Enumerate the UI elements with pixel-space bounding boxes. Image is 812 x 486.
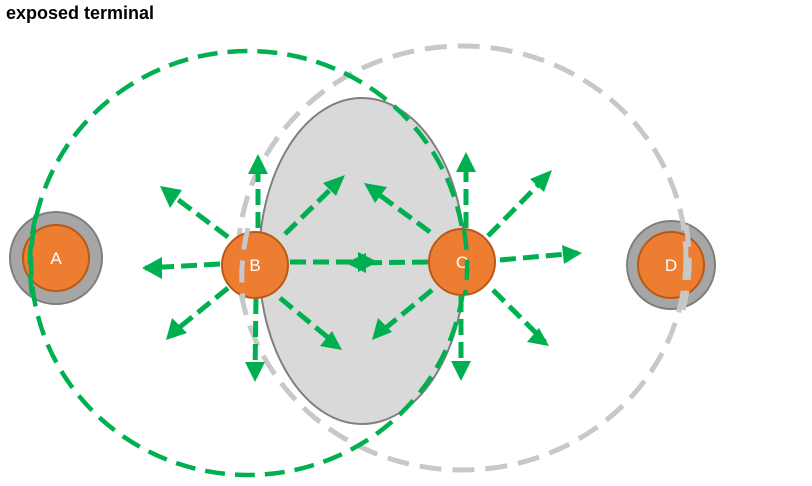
arrow-b-left [144, 261, 221, 271]
node-d-label: D [665, 256, 677, 275]
node-d: D [626, 220, 716, 310]
arrow-b-up-left [163, 187, 230, 240]
arrowhead-c-down-left [372, 318, 392, 340]
range-b-overlay-on-a [27, 214, 39, 301]
node-b-label: B [249, 256, 260, 275]
arrowhead-c-up [456, 152, 476, 172]
arrowheads [142, 152, 582, 382]
arrow-b-up-right [283, 178, 342, 236]
arrowhead-b-up-left [160, 186, 182, 208]
arrow-c-up-left [368, 185, 432, 235]
node-b: B [221, 231, 289, 299]
arrowhead-b-down-left [166, 318, 187, 340]
arrowhead-c-down [451, 361, 471, 381]
arrowhead-b-left [142, 257, 162, 279]
range-b-overlay-on-c [461, 229, 470, 296]
node-c-circle [428, 228, 496, 296]
arrowhead-b-down [245, 362, 265, 382]
arrowhead-b-up-right [323, 175, 345, 196]
node-a-label: A [50, 249, 62, 268]
range-c-overlay-on-b [239, 227, 251, 301]
arrowhead-b-down-right [320, 331, 342, 350]
node-a-circle [22, 224, 90, 292]
arrow-b-down-left [168, 286, 230, 337]
arrowhead-c-down-right [527, 328, 549, 346]
range-c-gray-dashed [235, 43, 689, 473]
arrow-c-left [349, 259, 429, 266]
arrowhead-c-up-right [530, 170, 552, 192]
node-b-circle [221, 231, 289, 299]
node-a: A [9, 211, 103, 305]
arrowhead-c-left [346, 253, 366, 273]
arrow-c-right [499, 250, 579, 263]
diagram-title: exposed terminal [6, 3, 155, 23]
arrowhead-b-up [248, 154, 268, 174]
arrow-b-down [252, 297, 259, 376]
range-c-overlay-on-d [680, 224, 692, 311]
node-c: C [428, 228, 496, 296]
arrowhead-c-up-left [364, 183, 387, 203]
arrowhead-c-right [562, 245, 582, 264]
